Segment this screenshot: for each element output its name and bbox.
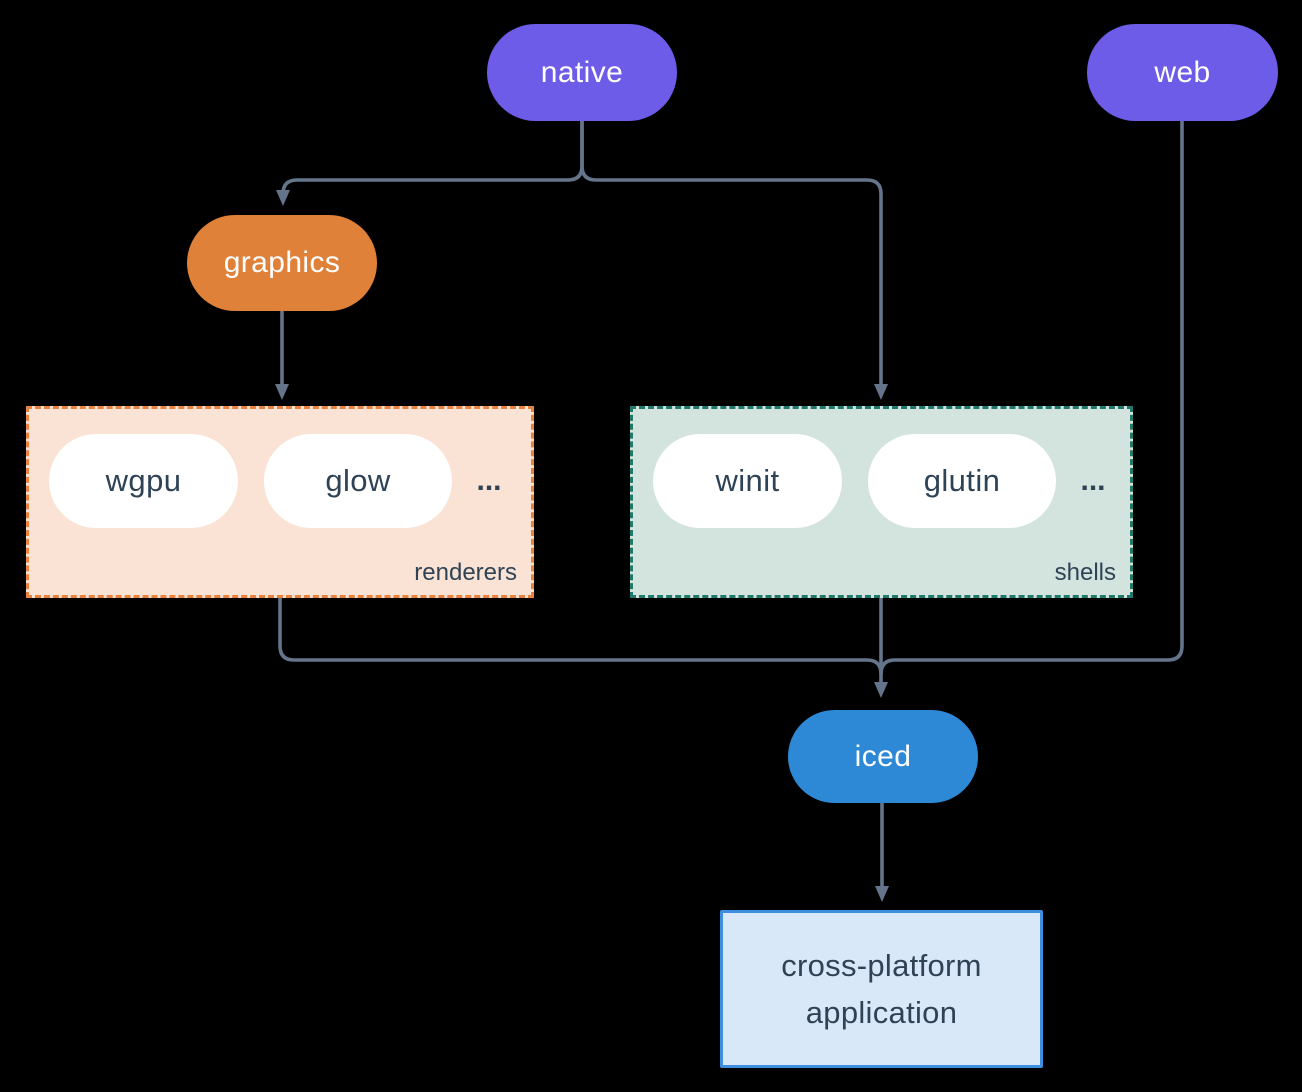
edge-native-to-graphics [276,121,584,206]
renderers-ellipsis: ... [476,464,502,497]
application-label-line-2: application [805,995,958,1030]
node-application: cross-platform application [720,910,1043,1068]
edge-renderers-to-merge [278,598,883,675]
shells-ellipsis: ... [1080,464,1106,497]
edge-native-to-shells [580,121,888,400]
node-glow: glow [264,434,452,528]
node-web: web [1087,24,1278,121]
node-native: native [487,24,677,121]
node-graphics: graphics [187,215,377,311]
group-shells: winit glutin ... shells [630,406,1133,598]
renderers-group-label: renderers [414,559,517,586]
application-label-line-1: cross-platform [781,948,982,983]
shells-group-label: shells [1054,559,1116,586]
group-renderers: wgpu glow ... renderers [26,406,534,598]
node-winit: winit [653,434,842,528]
node-glutin: glutin [868,434,1056,528]
node-wgpu: wgpu [49,434,238,528]
node-iced: iced [788,710,978,803]
